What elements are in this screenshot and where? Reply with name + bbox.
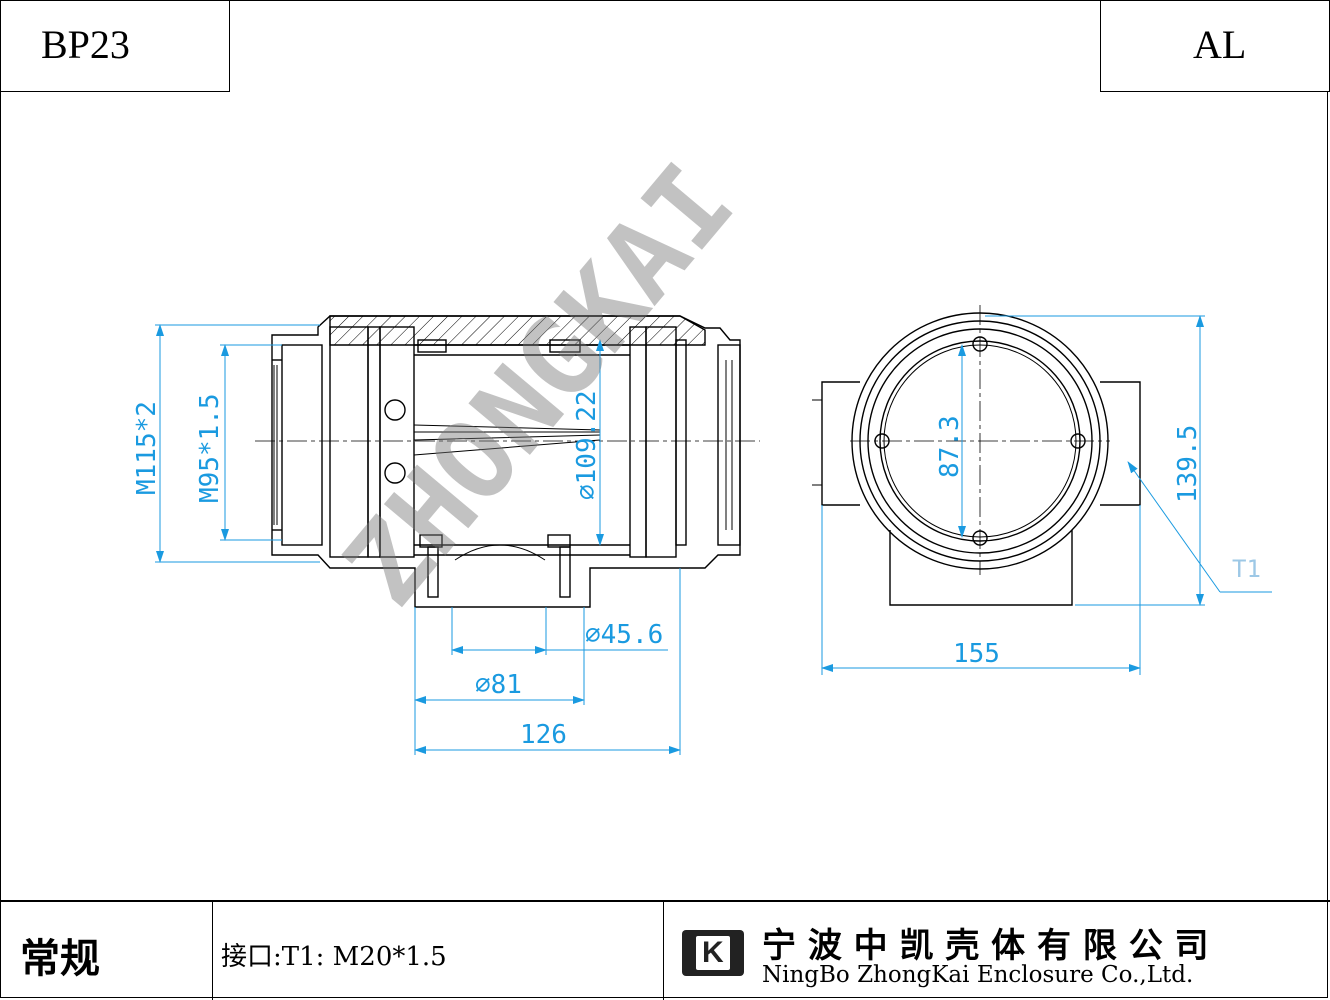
footer-type: 常规 — [20, 936, 100, 982]
material-code: AL — [1193, 22, 1247, 67]
dimension-lines — [155, 315, 1272, 755]
model-code: BP23 — [41, 22, 130, 67]
dim-bore: ⌀109.22 — [572, 390, 602, 500]
footer-interface-cell: 接口:T1: M20*1.5 — [213, 900, 664, 1000]
dim-thread-inner: M95*1.5 — [195, 393, 225, 503]
material-cell: AL — [1100, 0, 1330, 92]
company-name-en: NingBo ZhongKai Enclosure Co.,Ltd. — [762, 962, 1194, 988]
dim-hole-small: ⌀45.6 — [585, 620, 663, 650]
company-logo-letter: K — [702, 936, 724, 969]
model-cell: BP23 — [0, 0, 230, 92]
dim-inner-height: 87.3 — [935, 415, 965, 478]
technical-drawing: M115*2 M95*1.5 ⌀109.22 ⌀45.6 ⌀81 126 87.… — [132, 141, 1272, 755]
dim-length: 126 — [520, 720, 567, 750]
footer-interface: 接口:T1: M20*1.5 — [221, 942, 447, 972]
section-view — [255, 315, 760, 608]
dim-thread-outer: M115*2 — [132, 401, 162, 495]
dim-total-height: 139.5 — [1173, 425, 1203, 503]
footer-type-cell: 常规 — [0, 900, 213, 1000]
dim-width: 155 — [953, 639, 1000, 669]
footer-company-cell: K 宁 波 中 凯 壳 体 有 限 公 司 NingBo ZhongKai En… — [664, 900, 1330, 1000]
company-name-cn: 宁 波 中 凯 壳 体 有 限 公 司 — [762, 926, 1209, 966]
front-view — [812, 305, 1141, 606]
dim-hole-large: ⌀81 — [475, 670, 522, 700]
label-entry: T1 — [1232, 555, 1261, 583]
company-logo: K — [682, 930, 744, 976]
